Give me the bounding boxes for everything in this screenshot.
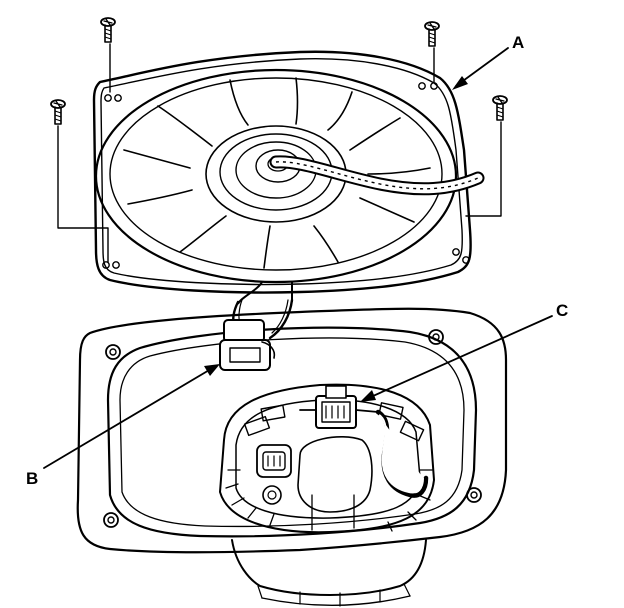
connector-c-icon <box>299 385 379 429</box>
callout-a: A <box>452 33 524 90</box>
screw-icon <box>50 17 508 125</box>
callout-c-label: C <box>556 301 568 320</box>
bolt-hole-icon <box>103 329 482 528</box>
speaker-housing-icon <box>76 307 508 607</box>
connector-b-icon <box>219 298 294 371</box>
callout-b-label: B <box>26 469 38 488</box>
mount-hole-icon <box>102 82 470 269</box>
speaker-icon <box>92 50 485 305</box>
motor-assembly-icon <box>219 383 435 534</box>
callout-a-label: A <box>512 33 524 52</box>
screw-leader-lines <box>57 43 502 263</box>
callout-b: B <box>26 364 220 488</box>
callout-c: C <box>360 301 568 402</box>
